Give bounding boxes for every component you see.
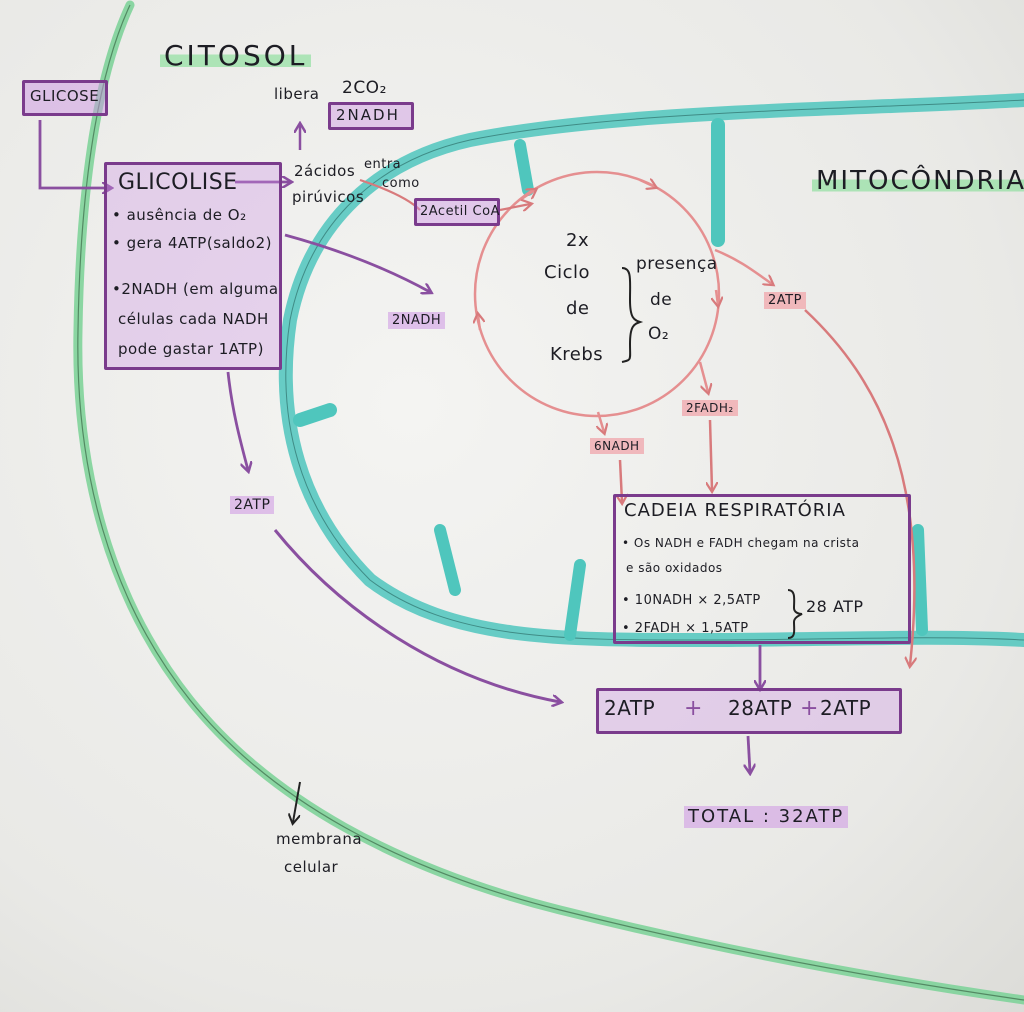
crista-6 bbox=[912, 524, 928, 636]
krebs-line-4: Krebs bbox=[550, 344, 604, 365]
label-citosol: CITOSOL bbox=[160, 42, 312, 70]
label-como: como bbox=[382, 176, 420, 191]
label-6nadh: 6NADH bbox=[590, 438, 644, 454]
label-total: TOTAL : 32ATP bbox=[684, 806, 849, 828]
glicolise-line-5: pode gastar 1ATP) bbox=[118, 340, 264, 358]
label-nadh-left: 2NADH bbox=[388, 312, 446, 329]
glicolise-line-1: • ausência de O₂ bbox=[112, 206, 247, 224]
sum-box bbox=[596, 688, 902, 734]
label-glicolise: GLICOLISE bbox=[118, 170, 238, 195]
label-acidos-1: 2ácidos bbox=[294, 162, 356, 180]
label-libera: libera bbox=[274, 85, 320, 103]
krebs-line-3: de bbox=[566, 298, 590, 319]
label-sum-plus-2: + bbox=[800, 696, 819, 721]
acetilcoa-box bbox=[414, 198, 500, 226]
arrow-2atp-to-sum-left bbox=[273, 529, 560, 702]
arrow-sum-to-total bbox=[748, 735, 750, 772]
label-sum-b: 28ATP bbox=[728, 696, 793, 720]
cadeia-line-2: e são oxidados bbox=[626, 561, 723, 575]
glicose-box bbox=[22, 80, 108, 116]
cadeia-line-1: • Os NADH e FADH chegam na crista bbox=[622, 536, 860, 550]
label-acetilcoa: 2Acetil CoA bbox=[420, 204, 500, 219]
label-sum-plus-1: + bbox=[684, 696, 703, 721]
krebs-line-1: 2x bbox=[566, 230, 590, 251]
presenca-line-2: de bbox=[650, 290, 673, 310]
label-acidos-2: pirúvicos bbox=[292, 188, 365, 206]
glicolise-box bbox=[104, 162, 282, 370]
arrow-2atp-to-sum bbox=[804, 309, 914, 665]
cadeia-line-4: • 2FADH × 1,5ATP bbox=[622, 621, 749, 636]
arrow-membrana-label bbox=[293, 781, 301, 822]
crista-4 bbox=[434, 524, 461, 596]
brace-presenca bbox=[621, 267, 644, 363]
cadeia-line-3: • 10NADH × 2,5ATP bbox=[622, 593, 761, 608]
label-entra: entra bbox=[364, 157, 402, 172]
crista-3 bbox=[293, 403, 337, 427]
arrow-glicolise-to-nadh bbox=[284, 233, 430, 292]
label-atp-left: 2ATP bbox=[230, 496, 275, 514]
label-cadeia-sum: 28 ATP bbox=[806, 597, 864, 616]
label-sum-a: 2ATP bbox=[604, 696, 656, 720]
presenca-line-1: presença bbox=[636, 254, 718, 274]
arrow-krebs-to-2atp bbox=[714, 248, 772, 284]
label-membrana-2: celular bbox=[284, 858, 339, 876]
brace-cadeia bbox=[787, 589, 803, 639]
crista-5 bbox=[564, 559, 586, 641]
arrow-krebs-to-6nadh bbox=[598, 411, 604, 432]
arrow-glicose-to-glicolise bbox=[38, 120, 110, 188]
krebs-line-2: Ciclo bbox=[544, 262, 590, 283]
krebs-cycle-circle bbox=[473, 170, 721, 418]
arrow-fadh2-to-cadeia bbox=[710, 419, 712, 490]
presenca-line-3: O₂ bbox=[648, 324, 670, 344]
glicolise-line-2: • gera 4ATP(saldo2) bbox=[112, 234, 272, 252]
label-co2: 2CO₂ bbox=[342, 78, 387, 98]
arrow-krebs-to-fadh2 bbox=[698, 361, 708, 392]
arrow-glicolise-to-2atp bbox=[226, 371, 248, 470]
glicolise-line-4: células cada NADH bbox=[118, 310, 269, 328]
nadh-libera-box bbox=[328, 102, 414, 130]
label-fadh2: 2FADH₂ bbox=[682, 400, 738, 416]
crista-1 bbox=[514, 139, 534, 196]
label-atp-right: 2ATP bbox=[764, 292, 806, 309]
glicolise-line-3: •2NADH (em alguma bbox=[112, 280, 279, 298]
label-cadeia-title: CADEIA RESPIRATÓRIA bbox=[624, 500, 846, 521]
label-glicose: GLICOSE bbox=[30, 87, 100, 105]
label-membrana-1: membrana bbox=[276, 830, 363, 848]
label-sum-c: 2ATP bbox=[820, 696, 872, 720]
label-nadh-libera: 2NADH bbox=[336, 106, 400, 124]
label-mitocondria: MITOCÔNDRIA bbox=[812, 168, 1024, 194]
cadeia-box bbox=[613, 494, 911, 644]
arrow-acetilcoa-to-krebs bbox=[499, 204, 530, 210]
